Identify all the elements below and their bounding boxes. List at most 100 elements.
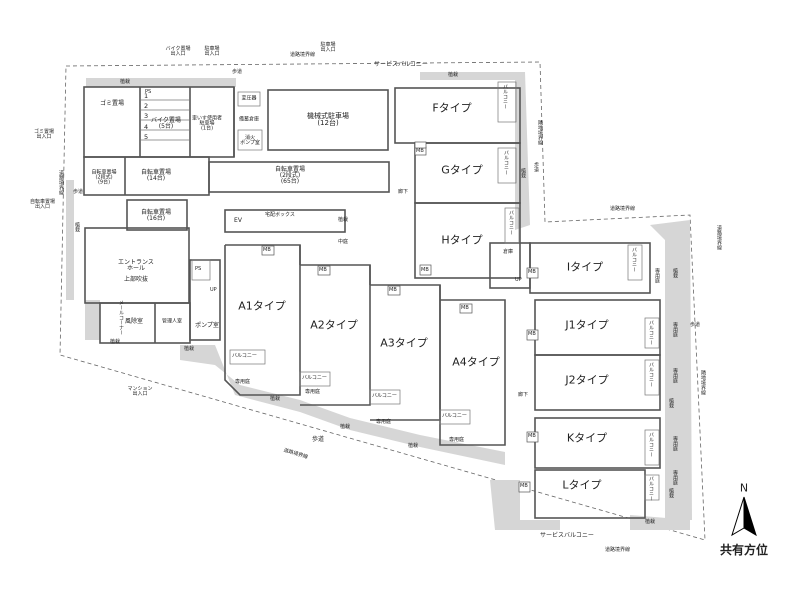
unit-f: Fタイプ (432, 101, 472, 115)
sidewalk-top-label: 歩道 (232, 69, 243, 75)
hedge-b2: 植栽 (340, 424, 351, 430)
road-boundary-left-label: 道路境界線 (58, 170, 64, 195)
mb-k: MB (528, 433, 536, 439)
sidewalk-left-label: 歩道 (73, 189, 84, 195)
mail-corner: メールコーナー (118, 300, 124, 335)
sidewalk-bottom-label: 歩道 (312, 436, 325, 443)
balcony-f: バルコニー (502, 84, 508, 109)
unit-i: Iタイプ (566, 260, 604, 274)
mb-a2: MB (319, 267, 327, 273)
hedge-bottom-left (85, 300, 100, 340)
compass-arrow (731, 496, 757, 537)
ps-mid: PS (195, 266, 202, 272)
balcony-a3: バルコニー (372, 393, 397, 399)
garden-l: 専用庭 (672, 470, 678, 485)
garden-a3: 専用庭 (376, 419, 392, 425)
windbreak-room: 風除室 (124, 318, 144, 325)
garden-a1: 専用庭 (235, 379, 251, 385)
hedge-r2: 植栽 (668, 398, 674, 408)
hedge-top (86, 78, 236, 87)
entrance-hall: エントランス ホール (118, 259, 154, 272)
mb-a4: MB (461, 305, 469, 311)
bicycle-16: 自転車置場 (16台) (140, 209, 172, 222)
bike-slot-4: 4 (144, 122, 149, 131)
hedge-right-top (515, 72, 530, 230)
garbage-room: ゴミ置場 (99, 100, 125, 107)
hedge-bl2: 植栽 (184, 346, 195, 352)
bike-entrance-label: バイク置場 出入口 (165, 46, 191, 57)
warehouse2: 倉庫 (503, 249, 514, 255)
balcony-a4: バルコニー (442, 413, 467, 419)
ps-top: PS (145, 89, 152, 95)
garden-i: 専用庭 (654, 268, 660, 283)
garden-j1: 専用庭 (672, 322, 678, 337)
sidewalk-right: 歩道 (690, 322, 701, 328)
hedge-b4: 植栽 (645, 519, 656, 525)
unit-k: Kタイプ (566, 431, 608, 445)
unit-j2: J2タイプ (565, 373, 609, 387)
adjacent-land2: 隣地境界線 (700, 370, 706, 395)
mb-a1: MB (263, 247, 271, 253)
road-boundary-bottom-right-label: 道路境界線 (605, 547, 631, 553)
unit-l: Lタイプ (562, 478, 602, 492)
bicycle-2tier-small: 自転車置場 (2段式) (9台) (91, 169, 117, 186)
balcony-a1: バルコニー (232, 353, 257, 359)
road-boundary-right2: 道路境界線 (716, 225, 722, 250)
hedge-r1: 植栽 (672, 268, 678, 278)
unit-j1: J1タイプ (565, 318, 609, 332)
compass-label: 共有方位 (719, 543, 769, 557)
unit-a2: A2タイプ (310, 318, 358, 332)
mb-l: MB (520, 483, 528, 489)
hedge-top-right (420, 72, 520, 80)
unit-a3: A3タイプ (380, 336, 428, 350)
mb-g: MB (416, 148, 424, 154)
hedge-mid: 植栽 (338, 217, 349, 223)
bicycle-14: 自転車置場 (14台) (140, 169, 172, 182)
balcony-l: バルコニー (648, 476, 654, 501)
mb-a3: MB (389, 287, 397, 293)
mb-boxes (261, 141, 539, 493)
warehouse-room: 備蓄倉庫 (238, 116, 260, 123)
unit-g: Gタイプ (441, 163, 483, 177)
garden-a2: 専用庭 (305, 389, 321, 395)
corridor-left: 廊下 (398, 189, 409, 195)
hedge-r4: 植栽 (520, 168, 526, 178)
up-label: UP (210, 287, 217, 293)
service-balcony-top-label: サービスバルコニー (374, 61, 428, 68)
upper-atrium: 上部吹抜 (123, 276, 149, 283)
sidewalk-right2: 歩道 (533, 162, 539, 172)
compass-n: N (739, 481, 749, 495)
bicycle-entrance-label: 自転車置場 出入口 (30, 199, 56, 210)
hedge-top-right-label: 植栽 (448, 72, 459, 78)
hedge-b3: 植栽 (408, 443, 419, 449)
garden-a4: 専用庭 (449, 437, 465, 443)
partition-walls (140, 81, 660, 501)
adjacent-land: 隣地境界線 (537, 120, 543, 145)
mb-j: MB (528, 331, 536, 337)
bike-slot-2: 2 (144, 102, 149, 111)
service-balcony-bottom-label: サービスバルコニー (540, 532, 594, 539)
balcony-k: バルコニー (648, 432, 654, 457)
pump-room: ポンプ室 (195, 322, 219, 329)
balcony-j2: バルコニー (648, 362, 654, 387)
bicycle-65: 自転車置場 (2段式) (65台) (274, 166, 306, 185)
parking-entrance-label: 駐車場 出入口 (204, 46, 220, 57)
transformer-room: 変圧器 (241, 95, 257, 102)
unit-a1: A1タイプ (238, 299, 286, 313)
bike-parking-room: バイク置場 (5台) (151, 117, 181, 130)
mail-box-room: 宅配ボックス (265, 212, 295, 218)
hedge-left-label: 植栽 (74, 222, 80, 232)
balcony-h: バルコニー (508, 210, 514, 235)
unit-h: Hタイプ (441, 233, 483, 247)
bike-slot-1: 1 (144, 92, 149, 100)
garden-k: 専用庭 (672, 436, 678, 451)
building-walls (83, 86, 661, 519)
garden-j2: 専用庭 (672, 368, 678, 383)
fire-pump-room: 消火 ポンプ室 (240, 135, 260, 146)
bike-slot-3: 3 (144, 112, 149, 121)
site-boundary (59, 61, 706, 541)
wheelchair-parking: 車いす使用者 駐車場 (1台) (191, 115, 223, 132)
garbage-entrance-label: ゴミ置場 出入口 (34, 129, 55, 140)
mech-parking: 機械式駐車場 (12台) (307, 112, 349, 127)
